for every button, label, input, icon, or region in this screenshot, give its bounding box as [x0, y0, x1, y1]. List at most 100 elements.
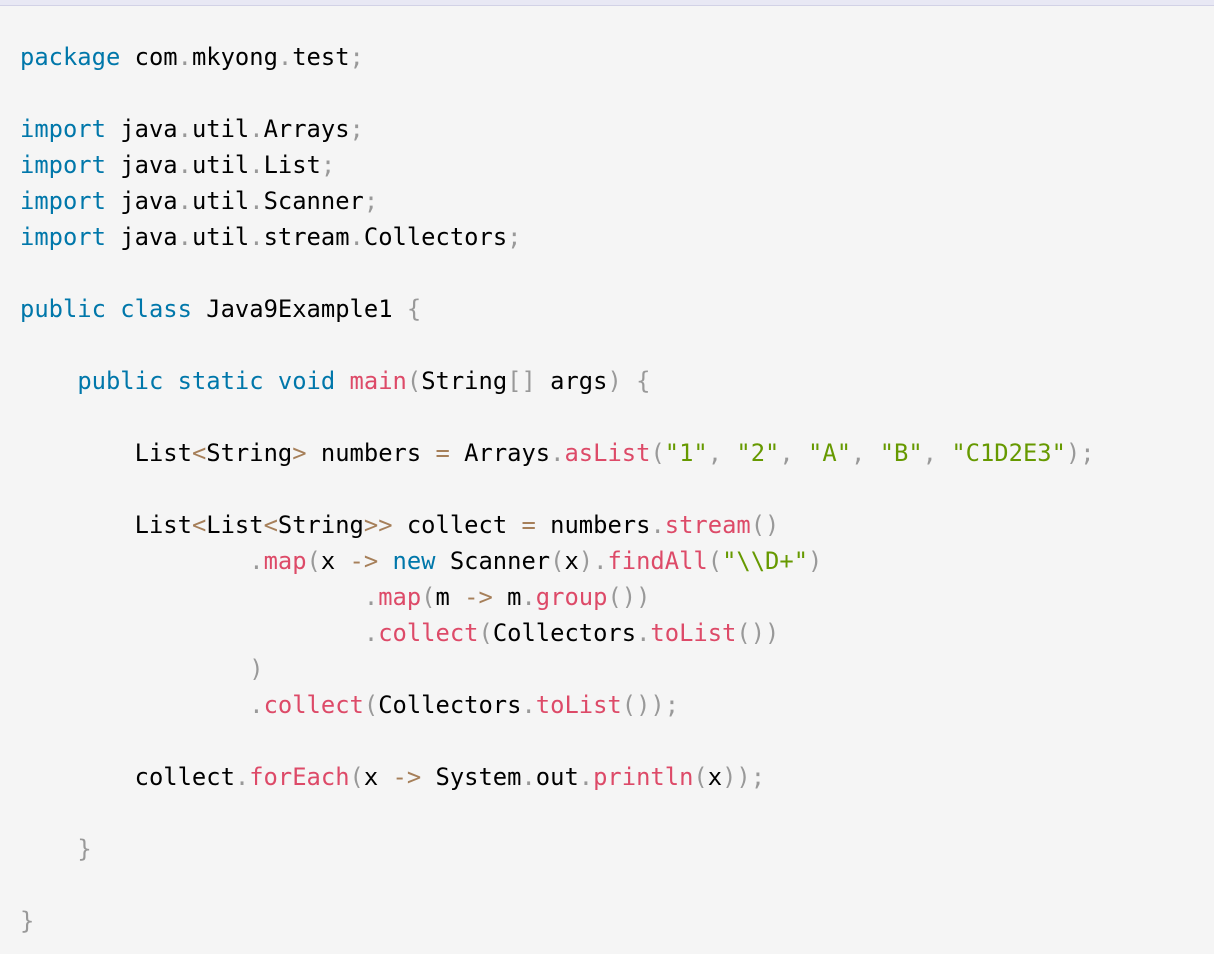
- code-token-punctuation: .: [249, 691, 264, 719]
- code-line: import java.util.stream.Collectors;: [20, 219, 1214, 255]
- code-token-plain: numbers: [306, 439, 436, 467]
- code-token-plain: Scanner: [263, 187, 364, 215]
- code-line: package com.mkyong.test;: [20, 39, 1214, 75]
- code-line: List<List<String>> collect = numbers.str…: [20, 507, 1214, 543]
- code-token-punctuation: (: [550, 547, 565, 575]
- code-token-punctuation: ()): [736, 619, 780, 647]
- code-token-punctuation: );: [1065, 439, 1095, 467]
- code-token-punctuation: .: [550, 439, 565, 467]
- code-token-plain: util: [191, 115, 250, 143]
- code-token-punctuation: ;: [349, 115, 364, 143]
- code-token-punctuation: (: [406, 367, 422, 395]
- code-token-punctuation: .: [177, 115, 192, 143]
- code-token-punctuation: .: [277, 43, 293, 71]
- code-token-punctuation: (: [349, 763, 364, 791]
- code-token-punctuation: .: [349, 223, 364, 251]
- code-line: .collect(Collectors.toList());: [20, 687, 1214, 723]
- code-token-plain: [622, 367, 636, 395]
- code-line: [20, 867, 1214, 903]
- code-token-plain: Collectors: [492, 619, 637, 647]
- code-token-operator: ->: [392, 763, 422, 791]
- code-token-function: map: [263, 547, 307, 575]
- code-line: [20, 255, 1214, 291]
- code-line: import java.util.Scanner;: [20, 183, 1214, 219]
- code-token-operator: ->: [464, 583, 493, 611]
- code-token-plain: String: [206, 439, 293, 467]
- code-token-punctuation: (: [421, 583, 436, 611]
- code-line: import java.util.List;: [20, 147, 1214, 183]
- code-token-plain: java: [105, 187, 178, 215]
- code-token-string: "2": [736, 439, 780, 467]
- code-line: public static void main(String[] args) {: [20, 363, 1214, 399]
- code-token-plain: m: [492, 583, 522, 611]
- code-token-plain: collect: [20, 763, 235, 791]
- code-line: [20, 723, 1214, 759]
- code-token-string: "\\D+": [722, 547, 809, 575]
- code-token-punctuation: ());: [621, 691, 680, 719]
- code-token-punctuation: ): [249, 655, 264, 683]
- code-token-punctuation: .: [363, 619, 379, 647]
- code-token-operator: <: [191, 439, 207, 467]
- code-token-keyword: static: [177, 367, 264, 395]
- code-token-plain: Collectors: [378, 691, 522, 719]
- code-token-plain: test: [292, 43, 350, 71]
- code-token-function: toList: [650, 619, 737, 647]
- code-token-function: stream: [664, 511, 751, 539]
- code-token-string: "C1D2E3": [951, 439, 1066, 467]
- code-token-plain: mkyong: [191, 43, 278, 71]
- code-token-plain: List: [206, 511, 264, 539]
- code-token-punctuation: .: [177, 151, 192, 179]
- code-token-plain: java: [105, 151, 178, 179]
- code-line: [20, 75, 1214, 111]
- code-token-punctuation: .: [177, 43, 192, 71]
- code-token-plain: util: [191, 187, 250, 215]
- code-token-plain: [378, 547, 392, 575]
- code-token-punctuation: .: [636, 619, 651, 647]
- code-line: public class Java9Example1 {: [20, 291, 1214, 327]
- code-token-plain: args: [535, 367, 608, 395]
- code-line: .map(m -> m.group()): [20, 579, 1214, 615]
- code-line: collect.forEach(x -> System.out.println(…: [20, 759, 1214, 795]
- code-token-plain: out: [535, 763, 579, 791]
- code-token-plain: List: [263, 151, 321, 179]
- code-line: }: [20, 831, 1214, 867]
- code-token-plain: [20, 655, 249, 683]
- code-token-keyword: import: [20, 223, 106, 251]
- code-token-keyword: public: [77, 367, 164, 395]
- code-token-punctuation: (: [306, 547, 321, 575]
- code-token-punctuation: (: [707, 547, 723, 575]
- code-token-plain: [722, 439, 736, 467]
- code-token-plain: x: [564, 547, 579, 575]
- code-token-punctuation: ;: [363, 187, 379, 215]
- code-token-plain: java: [105, 115, 178, 143]
- code-token-plain: String: [421, 367, 508, 395]
- code-token-operator: =: [521, 511, 536, 539]
- code-line: [20, 795, 1214, 831]
- code-token-punctuation: .: [249, 151, 264, 179]
- code-token-punctuation: ,: [851, 439, 866, 467]
- code-token-keyword: package: [20, 43, 121, 71]
- code-token-punctuation: }: [20, 907, 35, 935]
- code-token-punctuation: ,: [922, 439, 937, 467]
- code-token-punctuation: .: [249, 115, 264, 143]
- code-token-function: collect: [263, 691, 364, 719]
- code-line: [20, 471, 1214, 507]
- code-token-punctuation: .: [521, 763, 536, 791]
- code-token-plain: [335, 367, 349, 395]
- code-token-punctuation: .: [177, 187, 192, 215]
- code-token-function: toList: [535, 691, 622, 719]
- code-token-plain: [20, 367, 77, 395]
- code-token-punctuation: (: [650, 439, 665, 467]
- code-token-function: map: [378, 583, 422, 611]
- code-token-plain: x: [363, 763, 393, 791]
- code-token-punctuation: ;: [507, 223, 522, 251]
- code-token-punctuation: .: [249, 547, 264, 575]
- code-token-punctuation: .: [578, 763, 594, 791]
- code-token-punctuation: }: [77, 835, 92, 863]
- code-line: [20, 327, 1214, 363]
- code-line: List<String> numbers = Arrays.asList("1"…: [20, 435, 1214, 471]
- code-token-plain: [20, 619, 364, 647]
- code-token-function: collect: [378, 619, 479, 647]
- code-token-keyword: public: [20, 295, 106, 323]
- code-token-plain: stream: [263, 223, 350, 251]
